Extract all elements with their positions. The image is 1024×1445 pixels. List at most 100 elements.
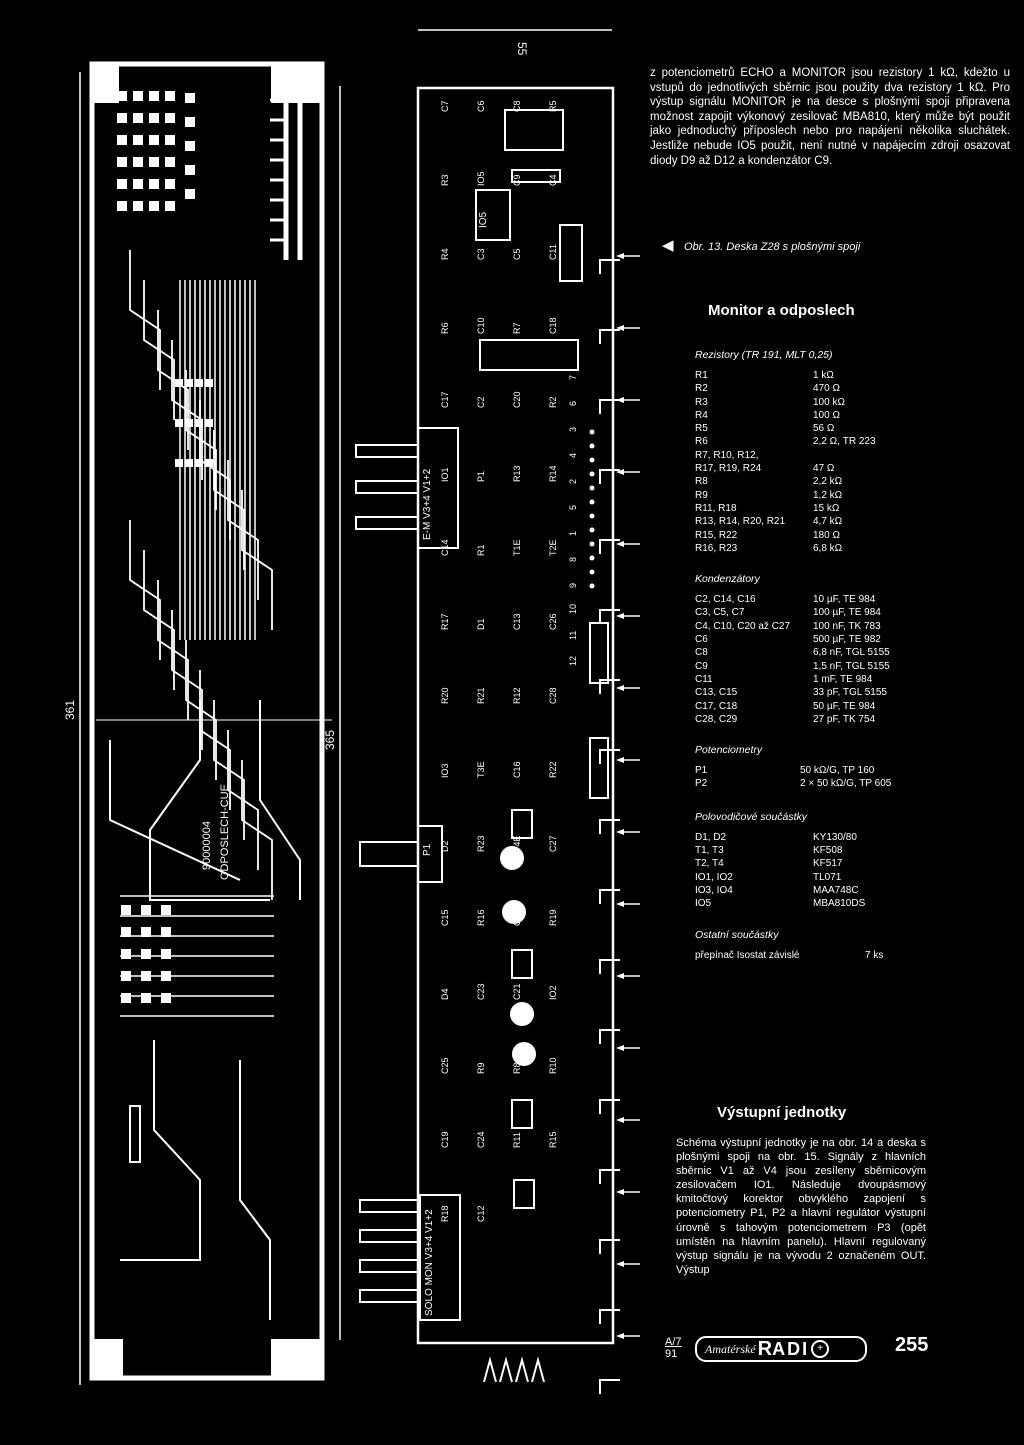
part-name: T2, T4	[695, 858, 724, 870]
board-corner-pad	[91, 63, 119, 103]
arrow-head-icon	[616, 1261, 624, 1267]
part-name: C6	[695, 634, 708, 646]
component-label: C15	[440, 909, 450, 926]
component-label: IO5	[476, 171, 486, 186]
connector-trace	[599, 819, 620, 834]
part-value: 10 µF, TE 984	[813, 594, 876, 606]
pcb-pad	[133, 179, 143, 189]
component-label: C13	[512, 613, 522, 630]
part-row: R7, R10, R12,	[695, 449, 876, 462]
switch-lever	[359, 1199, 421, 1213]
board-name: ODPOSLECH-CUE	[219, 784, 231, 880]
ic-outline	[511, 1099, 533, 1129]
section-title-monitor: Monitor a odposlech	[708, 302, 855, 319]
pin-number: 12	[568, 656, 578, 666]
part-value: 100 Ω	[813, 409, 840, 421]
semiconductors-heading: Polovodičové součástky	[695, 810, 808, 823]
board-corner-pad	[271, 63, 323, 103]
pcb-pad	[589, 527, 595, 533]
connector-trace	[599, 609, 620, 624]
part-value: 7 ks	[865, 949, 884, 961]
connector-trace	[599, 679, 620, 694]
part-name: C4, C10, C20 až C27	[695, 620, 791, 632]
pcb-pad	[133, 91, 143, 101]
component-label: C4	[548, 174, 558, 186]
component-label: C12	[476, 1205, 486, 1222]
connector-trace	[599, 889, 620, 904]
pcb-trace	[157, 580, 189, 720]
other-parts-heading: Ostatní součástky	[695, 928, 779, 941]
component-label: C8	[512, 100, 522, 112]
section-title-output: Výstupní jednotky	[717, 1104, 847, 1121]
ic-outline	[513, 1179, 535, 1209]
pcb-pad	[161, 927, 171, 937]
component-label: IO5	[478, 211, 489, 228]
pcb-pad	[589, 513, 595, 519]
pcb-pad	[133, 201, 143, 211]
part-row: T2, T4 KF517	[695, 857, 865, 870]
pcb-pad	[589, 541, 595, 547]
component-label: T1E	[512, 539, 522, 556]
component-label: C18	[548, 317, 558, 334]
connector-trace	[599, 1239, 620, 1254]
part-value: 4,7 kΩ	[813, 516, 843, 528]
pcb-trace	[185, 370, 217, 510]
component-label: R23	[476, 835, 486, 852]
connector-trace	[599, 399, 620, 414]
part-name: D1, D2	[695, 831, 727, 843]
component-label: R11	[512, 1132, 522, 1148]
component-label: C3	[476, 248, 486, 260]
part-name: R4	[695, 409, 708, 421]
pcb-trace	[109, 740, 241, 881]
component-label: R7	[512, 322, 522, 334]
pcb-pad	[195, 419, 203, 427]
part-value: KF517	[813, 858, 843, 870]
component-label: T3E	[476, 761, 486, 778]
component-label: R10	[548, 1057, 558, 1074]
arrow-head-icon	[616, 901, 624, 907]
board-corner-pad	[91, 1339, 123, 1379]
part-row: R4 100 Ω	[695, 409, 876, 422]
pcb-trace	[143, 280, 175, 420]
pin-number: 8	[568, 557, 578, 562]
pcb-trace	[259, 700, 301, 900]
pcb-trace	[129, 250, 161, 390]
pcb-pad	[185, 165, 195, 175]
part-name: C8	[695, 647, 708, 659]
pcb-trace	[149, 700, 270, 901]
part-value: 2 × 50 kΩ/G, TP 605	[800, 778, 892, 790]
dimension-label: 55	[515, 42, 529, 56]
component-label: R4	[440, 248, 450, 260]
part-name: R3	[695, 396, 708, 408]
part-value: 33 pF, TGL 5155	[813, 687, 887, 699]
part-value: MAA748C	[813, 884, 859, 896]
component-label: D2	[440, 840, 450, 852]
pcb-trace	[499, 1356, 513, 1383]
arrow-head-icon	[616, 1045, 624, 1051]
component-label: T4E	[512, 835, 522, 852]
pcb-trace	[483, 1356, 497, 1383]
part-value: 50 kΩ/G, TP 160	[800, 765, 875, 777]
pcb-pad	[205, 379, 213, 387]
pin-number: 5	[568, 505, 578, 510]
pcb-pad	[175, 379, 183, 387]
board-code: 90000004	[201, 821, 213, 870]
ic-outline	[511, 949, 533, 979]
part-value: 27 pF, TK 754	[813, 713, 876, 725]
switch-label: SOLO MON V3+4 V1+2	[424, 1209, 435, 1316]
component-label: R12	[512, 687, 522, 704]
part-value: 56 Ω	[813, 423, 835, 435]
part-name: R8	[695, 476, 708, 488]
pcb-pad	[589, 569, 595, 575]
